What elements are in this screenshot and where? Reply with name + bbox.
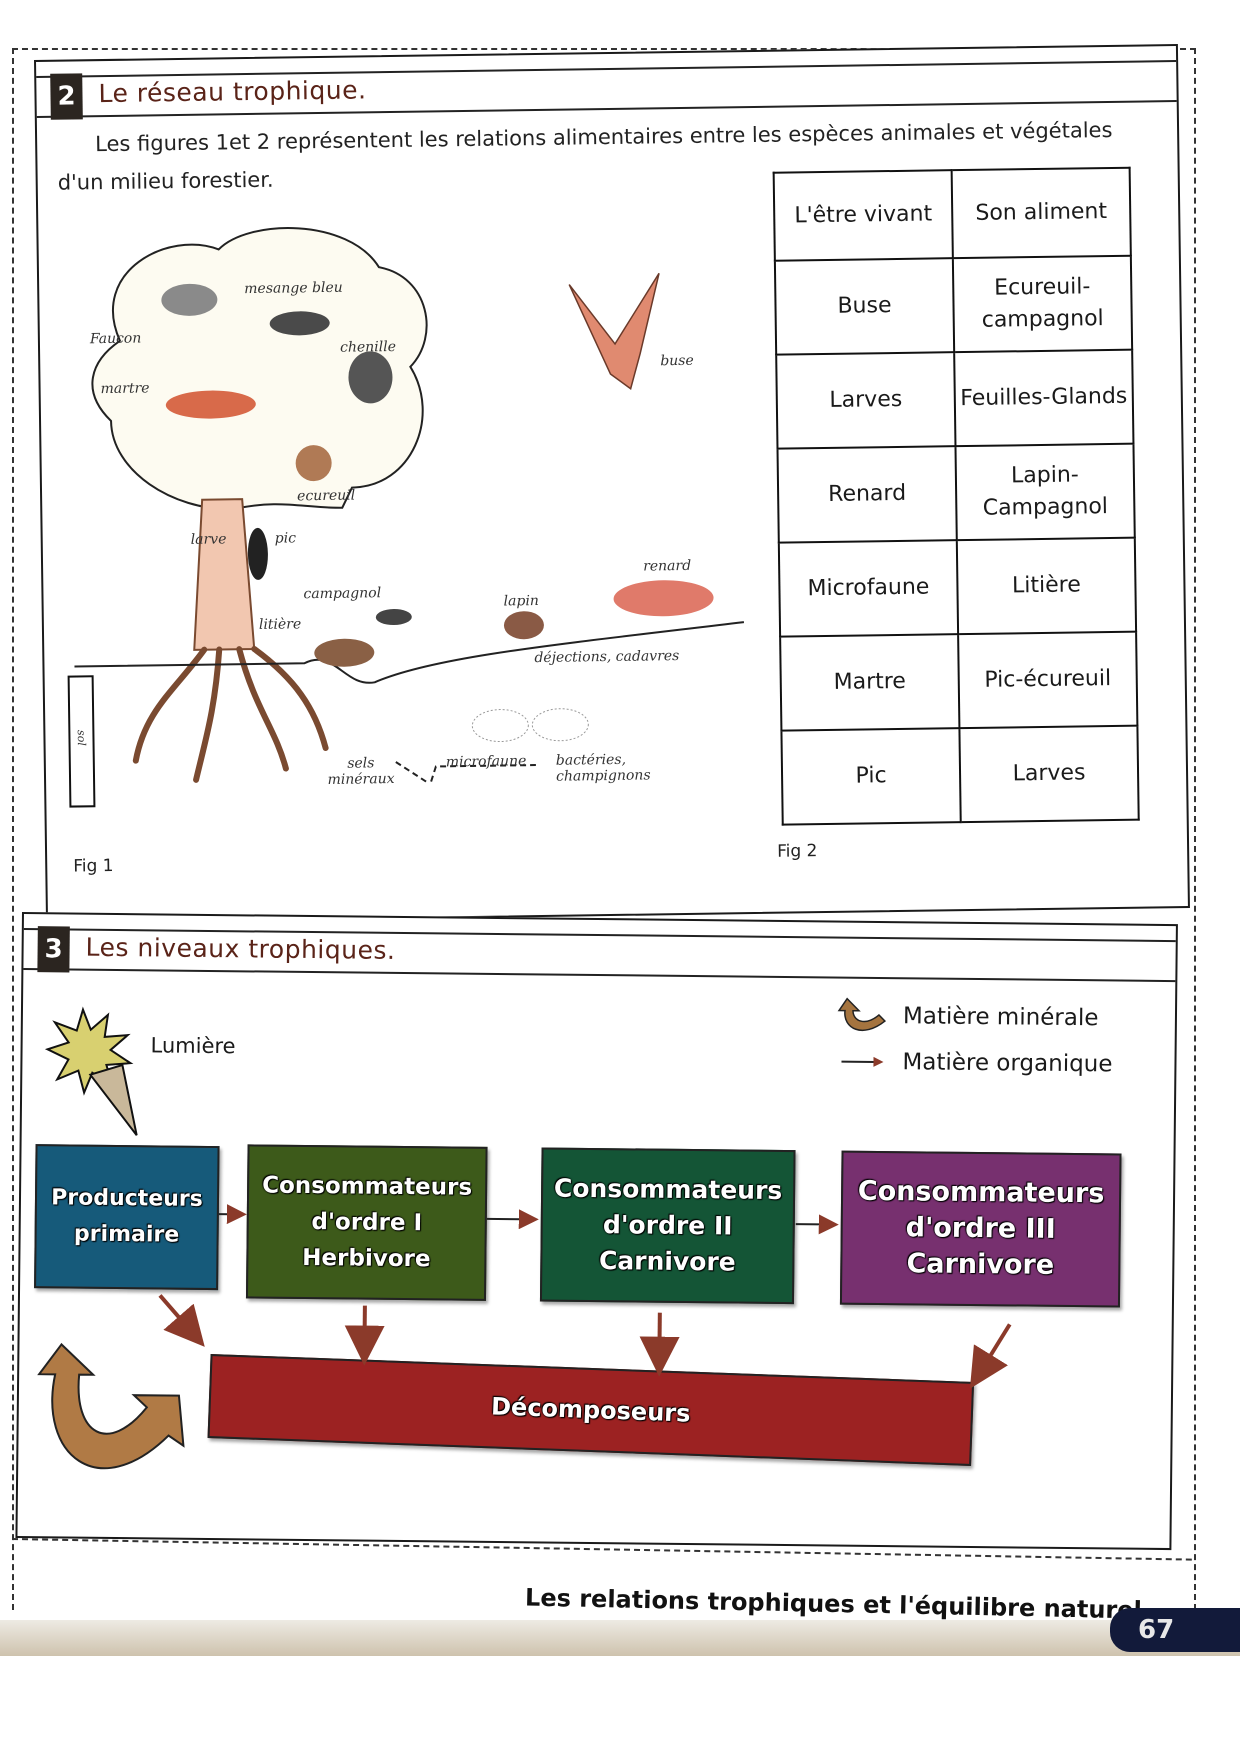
lapin-shape — [503, 611, 544, 640]
cell-organism: Renard — [777, 446, 957, 543]
label-renard: renard — [643, 557, 692, 575]
arrow-prod-to-dec — [158, 1294, 205, 1347]
buse-shape — [568, 272, 660, 390]
page-edge-shadow — [0, 1620, 1240, 1656]
figure-1-caption: Fig 1 — [73, 855, 114, 877]
tree-roots — [132, 645, 329, 783]
legend-organic: Matière organique — [822, 1038, 1113, 1087]
figure-1-food-web: mesange bleu Faucon chenille martre ecur… — [48, 202, 757, 892]
label-chenille: chenille — [339, 338, 397, 356]
cell-food: Lapin-Campagnol — [955, 443, 1135, 541]
litiere-shape — [314, 638, 375, 667]
campagnol-shape — [375, 609, 412, 626]
section-title: Le réseau trophique. — [98, 75, 367, 109]
label-bacteries: bactéries, champignons — [555, 751, 651, 785]
label-campagnol: campagnol — [303, 585, 382, 603]
cell-food: Litière — [956, 537, 1137, 635]
arrow-c3-to-dec — [969, 1323, 1012, 1389]
label-sels-mineraux: sels minéraux — [327, 755, 395, 788]
pic-shape — [247, 527, 268, 580]
cell-organism: Pic — [781, 728, 961, 825]
label-dejections: déjections, cadavres — [534, 648, 680, 667]
arrow-c2-to-dec — [639, 1312, 680, 1377]
martre-shape — [165, 390, 256, 419]
flow-arrows — [37, 1204, 1012, 1470]
header-living-being: L'être vivant — [773, 170, 953, 261]
label-lapin: lapin — [503, 593, 539, 610]
faucon-shape — [161, 283, 218, 316]
straight-arrow-icon — [822, 1051, 902, 1072]
section-reseau-trophique: 2 Le réseau trophique. Les figures 1et 2… — [34, 44, 1190, 924]
cell-organism: Larves — [776, 352, 956, 449]
section-niveaux-trophiques: 3 Les niveaux trophiques. Lumière Matièr… — [15, 912, 1178, 1551]
mineral-return-arrow-icon — [37, 1342, 185, 1470]
section-number: 2 — [50, 73, 83, 120]
cell-food: Feuilles-Glands — [954, 349, 1134, 447]
label-pic: pic — [274, 530, 297, 547]
label-larve: larve — [190, 531, 227, 548]
header-food: Son aliment — [951, 167, 1131, 259]
label-microfaune: microfaune — [445, 753, 527, 771]
label-ecureuil: ecureuil — [297, 487, 356, 505]
page-number: 67 — [1110, 1608, 1240, 1652]
label-buse: buse — [660, 352, 694, 370]
cell-food: Pic-écureuil — [958, 631, 1138, 729]
mesange-shape — [269, 311, 330, 336]
renard-shape — [613, 580, 714, 617]
ecureuil-shape — [295, 445, 332, 482]
cell-food: Larves — [959, 725, 1139, 823]
soil-column — [67, 675, 96, 808]
label-sol: sol — [74, 729, 88, 746]
cell-food: Ecureuil-campagnol — [952, 255, 1133, 353]
figure-2-caption: Fig 2 — [776, 841, 818, 862]
tree-trunk — [193, 498, 256, 651]
page-dashed-frame — [12, 48, 1196, 1610]
cell-organism: Martre — [780, 634, 960, 731]
label-mesange: mesange bleu — [244, 279, 343, 298]
sun-light-icon — [44, 1006, 138, 1136]
cell-organism: Microfaune — [778, 540, 959, 637]
label-faucon: Faucon — [89, 330, 142, 348]
section-header: 2 Le réseau trophique. — [36, 60, 1177, 120]
legend: Matière minérale Matière organique — [822, 992, 1113, 1087]
curved-arrow-icon — [823, 990, 904, 1041]
cell-organism: Buse — [774, 258, 955, 355]
chenille-shape — [348, 351, 393, 404]
legend-mineral: Matière minérale — [823, 992, 1113, 1041]
label-martre: martre — [100, 380, 150, 398]
label-litiere: litière — [258, 616, 302, 633]
arrow-c1-to-dec — [344, 1305, 385, 1366]
table-header-row: L'être vivant Son aliment — [773, 167, 1131, 261]
arrow-c1-to-c2 — [486, 1209, 539, 1230]
food-web-illustration — [67, 227, 745, 808]
